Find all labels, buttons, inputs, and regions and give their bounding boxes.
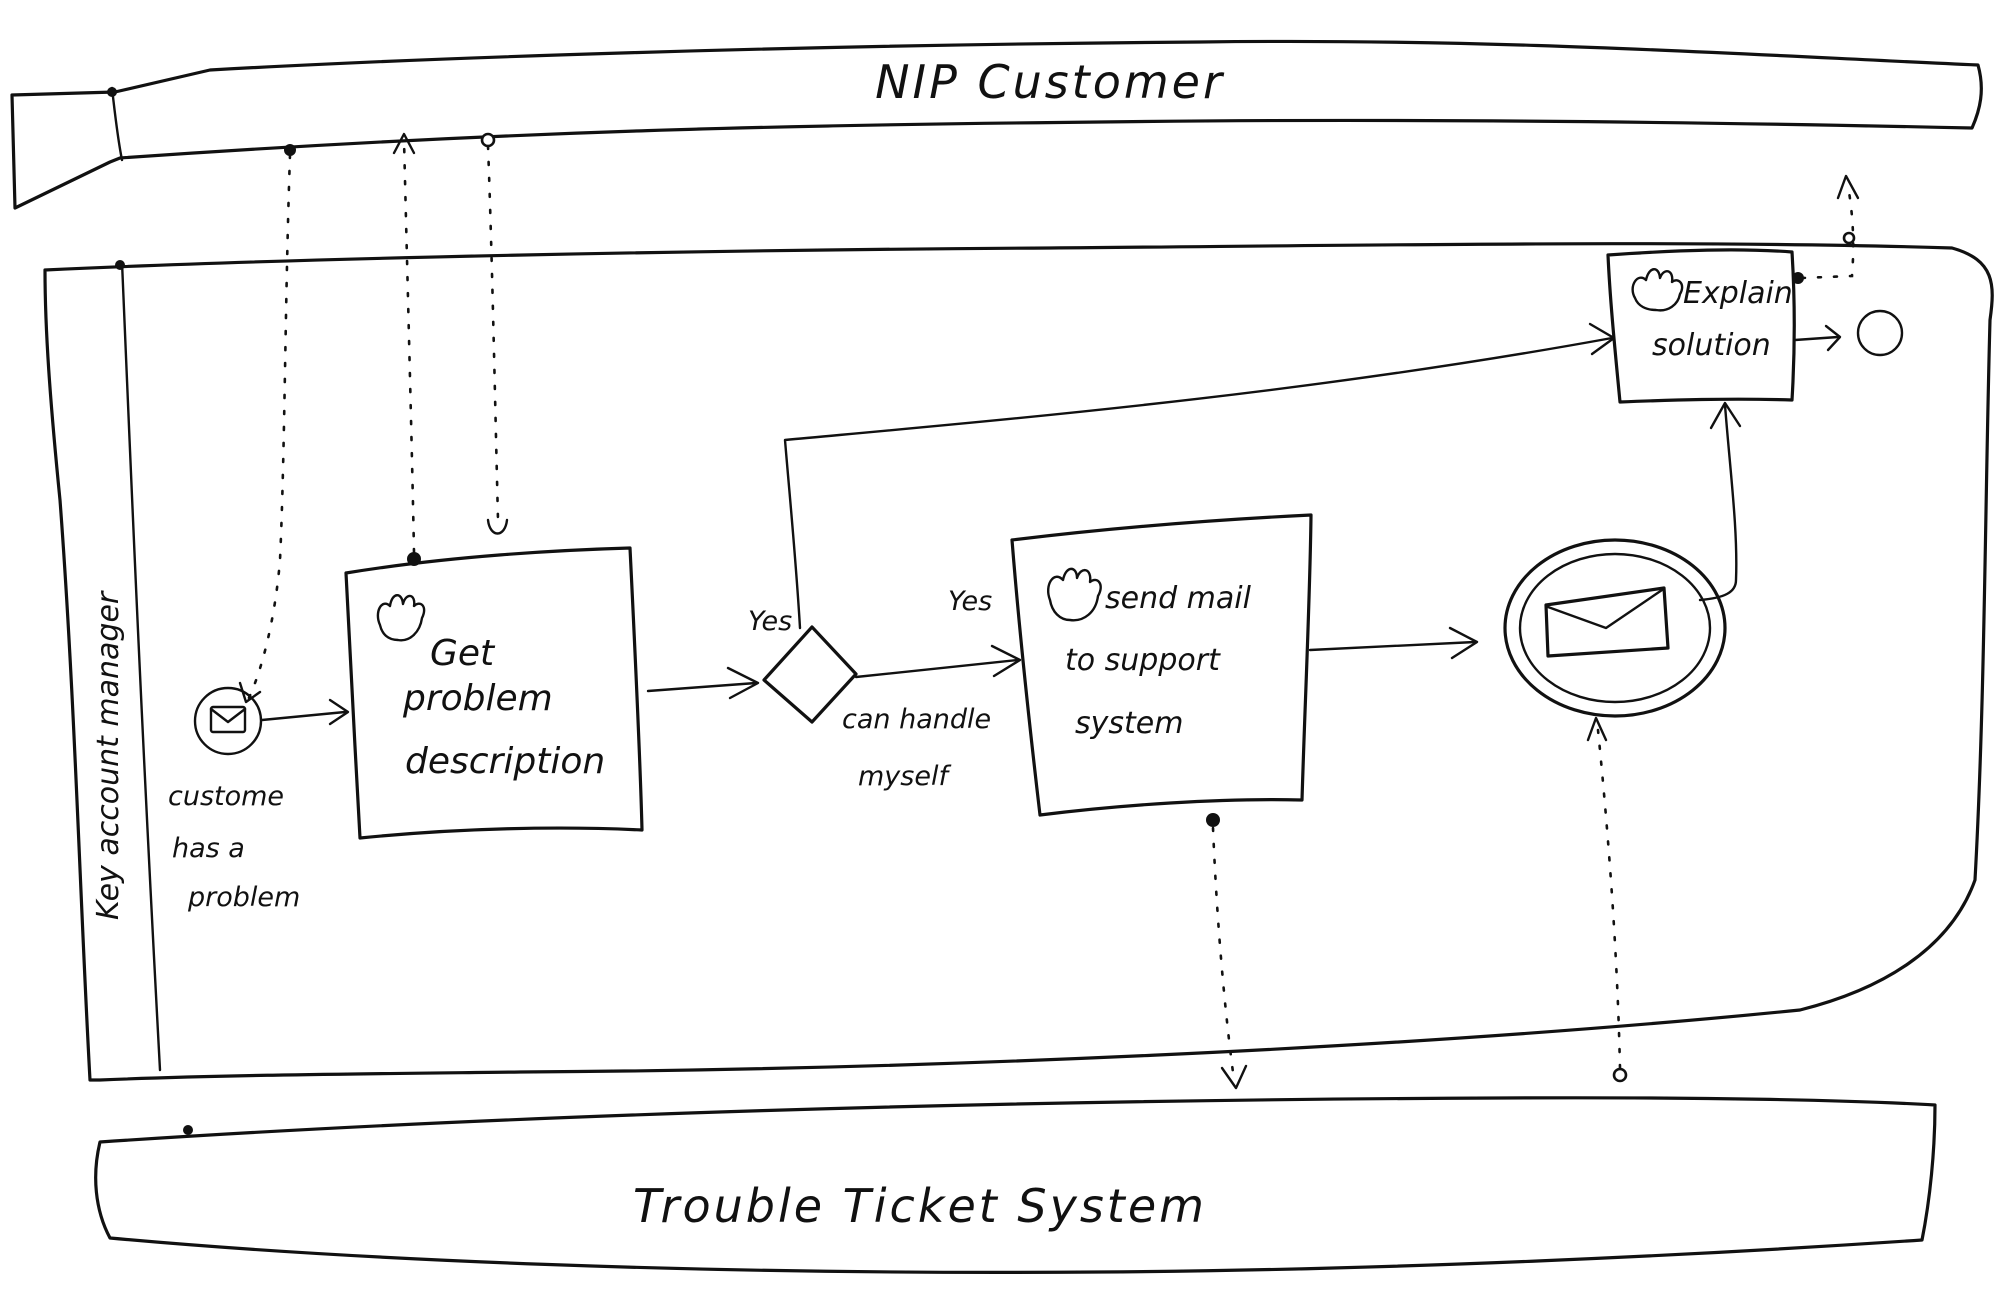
message-flow-task-to-customer — [392, 132, 416, 554]
gateway-diamond — [762, 625, 858, 724]
flow-event-to-explain — [1698, 401, 1742, 602]
task-get-problem-line3: description — [405, 741, 605, 782]
flow-send-mail-to-event — [1308, 626, 1479, 660]
task-explain-line2: solution — [1652, 328, 1771, 363]
task-send-mail-box — [1010, 513, 1313, 817]
flow-start-to-task — [260, 698, 350, 726]
intermediate-event-inner — [1518, 552, 1712, 704]
task-get-problem-line2: problem — [402, 678, 553, 719]
pool-trouble-ticket-outline — [94, 1096, 1937, 1274]
task-send-mail-line3: system — [1075, 706, 1183, 741]
flow-explain-to-end — [1793, 324, 1842, 352]
task-explain-line1: Explain — [1683, 276, 1793, 311]
task-send-mail-message-dot — [1206, 813, 1220, 827]
envelope-icon — [1544, 586, 1670, 658]
hand-icon — [1047, 567, 1102, 622]
envelope-icon — [209, 705, 247, 734]
start-event-label-line1: custome — [168, 781, 284, 812]
task-explain-solution[interactable]: Explain solution — [1606, 248, 1804, 404]
hand-icon — [1631, 268, 1684, 312]
start-event-message[interactable]: custome has a problem — [168, 686, 300, 913]
task-send-mail[interactable]: send mail to support system — [1010, 513, 1313, 827]
pool-trouble-ticket-title: Trouble Ticket System — [633, 1179, 1207, 1233]
message-flow-send-mail-to-ticket — [1211, 826, 1248, 1090]
intermediate-event-outer — [1503, 538, 1727, 718]
task-get-problem-box — [344, 546, 644, 840]
task-get-problem-message-dot — [407, 552, 421, 566]
pool-nip-customer: NIP Customer — [10, 39, 1983, 210]
lane-outline — [43, 242, 1994, 1082]
gateway-can-handle[interactable]: Yes Yes can handle myself — [748, 586, 992, 792]
pool-nip-customer-marker — [107, 87, 117, 97]
start-event-label-line3: problem — [187, 882, 300, 913]
task-explain-box — [1606, 248, 1796, 404]
start-event-circle — [193, 686, 263, 756]
lane-header-divider — [120, 260, 162, 1072]
gateway-yes-right: Yes — [948, 586, 992, 617]
gateway-condition-line1: can handle — [842, 704, 991, 735]
pool-trouble-ticket-system: Trouble Ticket System — [94, 1096, 1937, 1274]
lane-title: Key account manager — [91, 590, 126, 920]
start-event-label-line2: has a — [172, 833, 245, 864]
message-flow-explain-to-customer — [1800, 174, 1860, 280]
message-flow-customer-to-start — [238, 144, 296, 704]
task-send-mail-line1: send mail — [1105, 581, 1252, 616]
message-flow-ticket-to-event — [1586, 716, 1628, 1083]
message-flow-customer-to-task — [480, 132, 509, 535]
pool-nip-customer-title: NIP Customer — [875, 55, 1225, 109]
pool-trouble-ticket-marker — [183, 1125, 193, 1135]
task-get-problem-description[interactable]: Get problem description — [344, 546, 644, 840]
pool-nip-customer-outline — [10, 39, 1983, 210]
hand-icon — [376, 594, 426, 642]
pool-key-account-manager: Key account manager — [43, 242, 1994, 1082]
pool-nip-customer-header-divider — [110, 86, 124, 162]
flow-gateway-to-send-mail — [854, 644, 1022, 679]
gateway-yes-upper: Yes — [748, 606, 792, 637]
task-explain-message-dot — [1792, 272, 1804, 284]
lane-marker — [115, 260, 125, 270]
gateway-condition-line2: myself — [858, 761, 951, 792]
end-event[interactable] — [1856, 309, 1904, 357]
task-send-mail-line2: to support — [1065, 643, 1221, 678]
task-get-problem-line1: Get — [430, 633, 496, 674]
flow-task-to-gateway — [646, 666, 760, 700]
intermediate-event-message[interactable] — [1503, 538, 1727, 718]
